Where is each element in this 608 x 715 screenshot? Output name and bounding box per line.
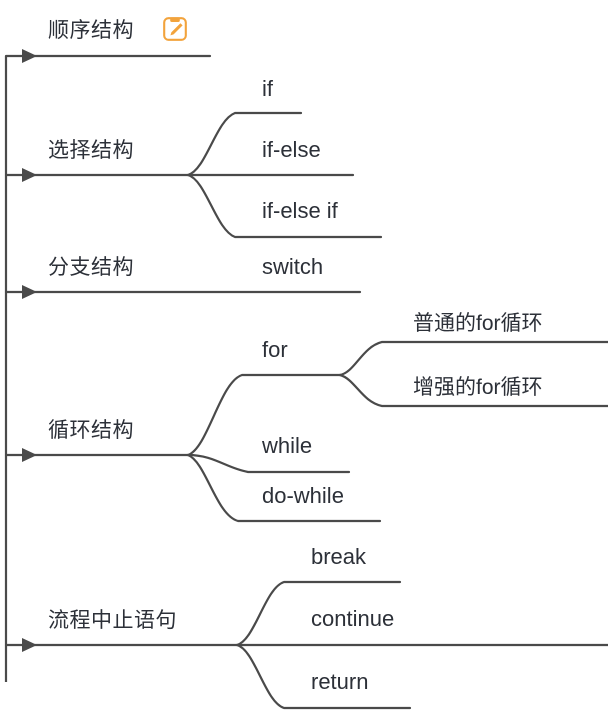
node-label-return[interactable]: return [311,669,369,694]
node-label-if-else-if[interactable]: if-else if [262,198,338,223]
fork-loop-do-while [186,453,382,523]
node-label-switch[interactable]: switch [262,254,324,279]
arrow-head-switch-structure [22,285,37,299]
fork-loop-while [186,453,351,474]
node-label-enhanced-for-loop[interactable]: 增强的for循环 [413,376,543,399]
arrow-head-sequence [22,49,37,63]
arrow-head-control-transfer [22,638,37,652]
edit-note-icon[interactable] [162,16,188,42]
node-label-normal-for-loop[interactable]: 普通的for循环 [413,312,543,335]
arrow-head-selection [22,168,37,182]
node-label-switch-structure[interactable]: 分支结构 [48,256,134,279]
node-label-control-transfer[interactable]: 流程中止语句 [48,609,177,632]
fork-return [235,643,412,710]
node-label-for[interactable]: for [262,337,288,362]
node-label-loop[interactable]: 循环结构 [48,419,134,442]
node-label-break[interactable]: break [311,544,367,569]
node-label-if-else[interactable]: if-else [262,137,321,162]
fork-for-enhanced [338,373,608,408]
node-label-sequence[interactable]: 顺序结构 [48,19,134,42]
fork-selection-if [186,111,303,177]
fork-for-normal [338,340,608,377]
fork-selection-if-else-if [186,173,383,239]
arrow-head-loop [22,448,37,462]
node-label-if[interactable]: if [262,76,273,101]
fork-loop-for [186,373,342,457]
node-label-selection[interactable]: 选择结构 [48,139,134,162]
node-label-do-while[interactable]: do-while [262,483,344,508]
node-label-while[interactable]: while [262,433,313,458]
node-label-continue[interactable]: continue [311,606,395,631]
fork-break [235,580,402,647]
